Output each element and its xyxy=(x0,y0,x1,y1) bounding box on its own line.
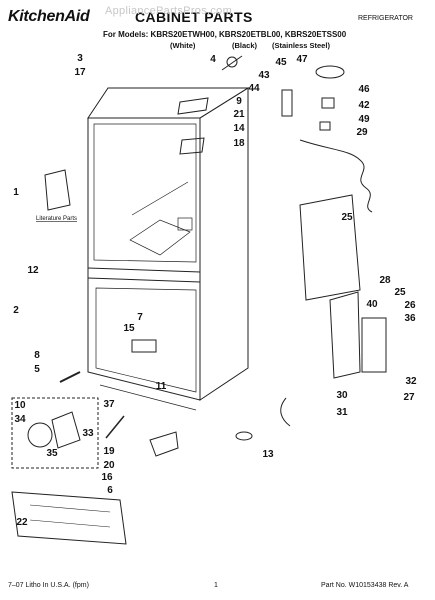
callout-13: 13 xyxy=(262,449,274,460)
hinge-cap xyxy=(226,56,238,68)
callout-43: 43 xyxy=(258,70,270,81)
cabinet-rail xyxy=(131,181,189,216)
control-bracket xyxy=(361,317,387,373)
callout-36: 36 xyxy=(404,313,416,324)
callout-29: 29 xyxy=(356,127,368,138)
grommet-strip xyxy=(281,89,293,117)
power-cord xyxy=(299,139,373,213)
callout-31: 31 xyxy=(336,407,348,418)
callout-15: 15 xyxy=(123,323,135,334)
callout-26: 26 xyxy=(404,300,416,311)
callout-22: 22 xyxy=(16,517,28,528)
rear-access-panel xyxy=(299,194,361,301)
callout-28: 28 xyxy=(379,275,391,286)
cabinet-right-side xyxy=(199,87,249,401)
terminal xyxy=(319,121,331,131)
callout-35: 35 xyxy=(46,448,58,459)
brand-logo: KitchenAid xyxy=(8,8,90,25)
roller-bracket xyxy=(51,411,81,449)
grille-slot xyxy=(29,504,111,513)
drain-tube xyxy=(280,397,291,427)
callout-40: 40 xyxy=(366,299,378,310)
cabinet-left-side xyxy=(87,117,201,401)
callout-27: 27 xyxy=(403,392,415,403)
callout-3: 3 xyxy=(77,53,83,64)
callout-44: 44 xyxy=(248,83,260,94)
freezer-opening xyxy=(95,287,197,393)
callout-2: 2 xyxy=(13,305,19,316)
callout-33: 33 xyxy=(82,428,94,439)
callout-7: 7 xyxy=(137,312,143,323)
callout-30: 30 xyxy=(336,390,348,401)
cabinet-floor xyxy=(129,219,191,256)
callout-45: 45 xyxy=(275,57,287,68)
callout-21: 21 xyxy=(233,109,245,120)
fresh-food-opening xyxy=(93,123,197,263)
callout-6: 6 xyxy=(107,485,113,496)
hinge-screw xyxy=(221,55,243,71)
callout-4: 4 xyxy=(210,54,216,65)
connector-block xyxy=(321,97,335,109)
callout-18: 18 xyxy=(233,138,245,149)
model-variant-black: (Black) xyxy=(232,41,258,50)
callout-32: 32 xyxy=(405,376,417,387)
drain-fitting xyxy=(235,431,253,441)
vent-grille xyxy=(177,217,193,231)
callout-17: 17 xyxy=(74,67,86,78)
callout-5: 5 xyxy=(34,364,40,375)
callout-numbers: 1 2 3 4 5 6 7 8 9 10 11 12 13 14 15 16 1… xyxy=(13,53,417,528)
callout-25a: 25 xyxy=(341,212,353,223)
literature-parts-booklet xyxy=(44,169,71,211)
callout-9: 9 xyxy=(236,96,242,107)
base-rail xyxy=(99,384,197,411)
model-list: For Models: KBRS20ETWH00, KBRS20ETBL00, … xyxy=(103,30,347,39)
literature-label: Literature Parts xyxy=(36,216,77,222)
callout-42: 42 xyxy=(358,100,370,111)
callout-47: 47 xyxy=(296,54,308,65)
callout-8: 8 xyxy=(34,350,40,361)
callout-11: 11 xyxy=(156,381,167,392)
callout-37: 37 xyxy=(103,399,115,410)
page-number: 1 xyxy=(214,582,218,589)
mullion-lower xyxy=(87,277,201,283)
model-variant-white: (White) xyxy=(170,41,196,50)
part-number: Part No. W10153438 Rev. A xyxy=(321,582,409,589)
callout-1: 1 xyxy=(13,187,19,198)
machine-compartment-cover xyxy=(329,291,361,379)
callout-10: 10 xyxy=(14,400,26,411)
callout-12: 12 xyxy=(27,265,39,276)
top-hinge-bracket xyxy=(177,97,209,115)
leveling-screw xyxy=(59,371,81,383)
callout-49: 49 xyxy=(358,114,370,125)
watermark: AppliancePartsPros.com xyxy=(105,5,233,17)
hinge-pin xyxy=(105,415,125,439)
callout-25b: 25 xyxy=(394,287,406,298)
water-valve xyxy=(315,65,345,79)
callout-34: 34 xyxy=(14,414,26,425)
page-title: CABINET PARTS xyxy=(135,9,253,25)
leveler-assembly-box xyxy=(11,397,99,469)
callout-14: 14 xyxy=(233,123,245,134)
model-variant-stainless: (Stainless Steel) xyxy=(272,41,330,50)
grille-slot xyxy=(29,519,111,528)
bottom-hinge xyxy=(149,431,179,457)
callout-19: 19 xyxy=(103,446,115,457)
hinge-plate xyxy=(179,137,205,155)
roller-wheel xyxy=(27,422,53,448)
print-info: 7–07 Litho In U.S.A. (fpm) xyxy=(8,582,89,589)
callout-46: 46 xyxy=(358,84,370,95)
product-category: REFRIGERATOR xyxy=(358,15,413,22)
callout-16: 16 xyxy=(101,472,113,483)
mullion xyxy=(87,267,201,273)
toe-grille xyxy=(11,491,127,545)
damper xyxy=(131,339,157,353)
callout-20: 20 xyxy=(103,460,115,471)
